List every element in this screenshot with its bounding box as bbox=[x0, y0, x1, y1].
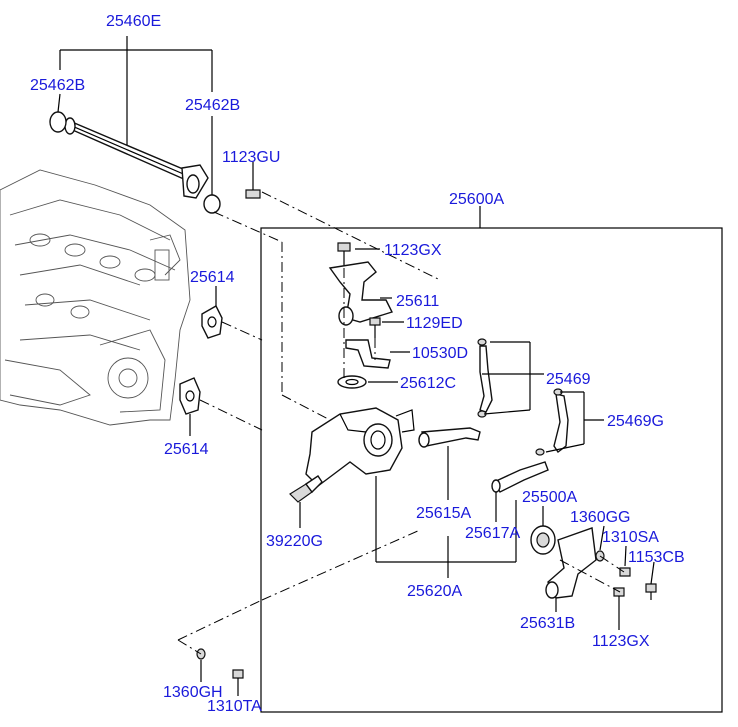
pipe-25615A bbox=[421, 427, 481, 447]
label-25462B-right: 25462B bbox=[185, 97, 240, 114]
gasket-25614-top bbox=[201, 305, 223, 339]
label-25600A: 25600A bbox=[449, 191, 504, 208]
outlet-pipe-25611 bbox=[328, 261, 393, 326]
label-25620A: 25620A bbox=[407, 583, 462, 600]
label-25500A: 25500A bbox=[522, 489, 577, 506]
nut-1310SA bbox=[619, 567, 631, 577]
engine-block bbox=[0, 169, 191, 426]
bolt-1129ED bbox=[369, 317, 381, 326]
o-ring-25462B-left bbox=[49, 111, 67, 133]
pipe-25617A bbox=[492, 461, 549, 493]
label-1153CB: 1153CB bbox=[628, 549, 685, 566]
label-1129ED: 1129ED bbox=[406, 315, 463, 332]
label-1123GX-top: 1123GX bbox=[384, 242, 442, 259]
water-pipe-25460E bbox=[64, 117, 209, 199]
label-25469: 25469 bbox=[546, 371, 591, 388]
label-25617A: 25617A bbox=[465, 525, 520, 542]
label-25462B-left: 25462B bbox=[30, 77, 85, 94]
label-1360GH: 1360GH bbox=[163, 684, 223, 701]
fitting-25631B bbox=[547, 527, 597, 599]
label-1310SA: 1310SA bbox=[602, 529, 659, 546]
alignment-lines bbox=[177, 191, 625, 655]
label-25612C: 25612C bbox=[400, 375, 456, 392]
hose-25469G bbox=[553, 393, 569, 454]
label-25460E: 25460E bbox=[106, 13, 161, 30]
bolt-1123GX-top bbox=[337, 242, 351, 252]
bracket-10530D bbox=[345, 339, 391, 369]
hose-25469 bbox=[479, 345, 493, 413]
assembly-box-25600A bbox=[260, 227, 723, 713]
label-1123GU: 1123GU bbox=[222, 149, 280, 166]
nut-1310TA bbox=[232, 669, 244, 679]
label-1360GG: 1360GG bbox=[570, 509, 630, 526]
label-1123GX-bottom: 1123GX bbox=[592, 633, 650, 650]
label-39220G: 39220G bbox=[266, 533, 323, 550]
o-ring-25462B-right bbox=[203, 194, 221, 214]
bolt-1123GU bbox=[245, 178, 261, 199]
thermostat-housing-25620A bbox=[305, 407, 415, 487]
label-25631B: 25631B bbox=[520, 615, 575, 632]
label-1310TA: 1310TA bbox=[207, 698, 262, 715]
gasket-25612C bbox=[337, 375, 367, 389]
sensor-39220G bbox=[289, 475, 323, 503]
thermostat-25500A bbox=[530, 525, 556, 555]
label-25469G: 25469G bbox=[607, 413, 664, 430]
label-25611: 25611 bbox=[396, 293, 439, 310]
label-25614-bottom: 25614 bbox=[164, 441, 209, 458]
label-25614-top: 25614 bbox=[190, 269, 235, 286]
label-25615A: 25615A bbox=[416, 505, 471, 522]
gasket-25614-bottom bbox=[179, 377, 201, 415]
bolt-1153CB bbox=[645, 583, 657, 593]
label-10530D: 10530D bbox=[412, 345, 468, 362]
leader-lines bbox=[57, 36, 655, 696]
